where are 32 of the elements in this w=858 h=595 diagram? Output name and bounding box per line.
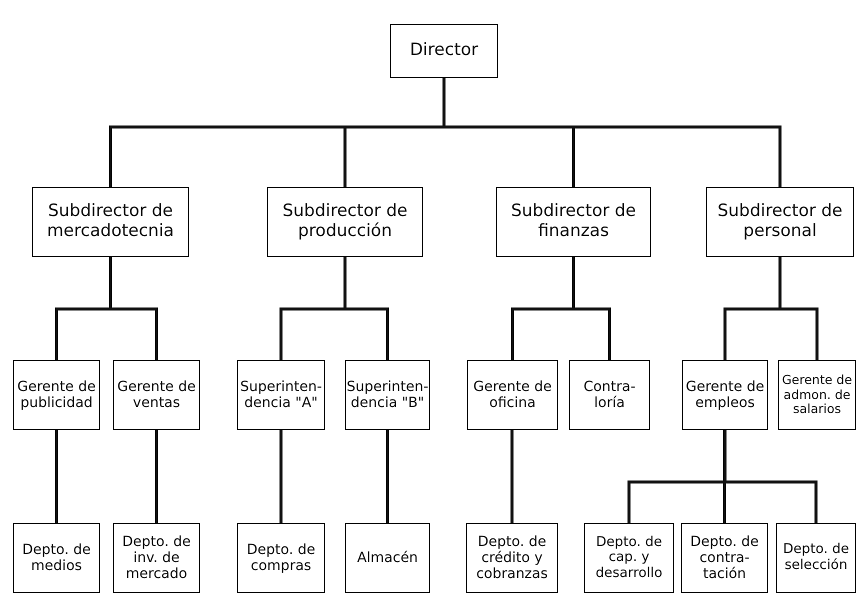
org-box: Depto. de selección [776, 523, 856, 593]
org-box: Depto. de crédito y cobranzas [466, 523, 558, 593]
org-box: Depto. de compras [237, 523, 325, 593]
org-box: Depto. de contra- tación [681, 523, 768, 593]
org-box: Superinten- dencia "B" [345, 360, 430, 430]
org-box: Depto. de cap. y desarrollo [584, 523, 674, 593]
org-box: Gerente de ventas [113, 360, 200, 430]
connector-line [55, 430, 58, 523]
connector-line [344, 257, 389, 360]
org-box: Depto. de medios [13, 523, 100, 593]
org-box: Gerente de admon. de salarios [778, 360, 856, 430]
org-box: Gerente de publicidad [13, 360, 100, 430]
connector-line [778, 257, 818, 360]
org-box: Superinten- dencia "A" [237, 360, 325, 430]
connector-line [572, 257, 611, 360]
connector-line [442, 78, 782, 187]
connector-line [386, 430, 389, 523]
org-box: Gerente de oficina [467, 360, 558, 430]
org-box: Director [390, 24, 498, 78]
org-box: Contra- loría [569, 360, 650, 430]
org-box: Almacén [345, 523, 430, 593]
org-box: Subdirector de personal [706, 187, 854, 257]
org-box: Subdirector de finanzas [496, 187, 651, 257]
connector-line [155, 430, 158, 523]
connector-line [280, 430, 282, 523]
org-box: Subdirector de producción [267, 187, 423, 257]
org-box: Subdirector de mercadotecnia [32, 187, 189, 257]
org-box: Gerente de empleos [682, 360, 768, 430]
connector-line [109, 257, 158, 360]
org-box: Depto. de inv. de mercado [113, 523, 200, 593]
connector-line [510, 430, 514, 523]
connector-line [723, 430, 726, 523]
